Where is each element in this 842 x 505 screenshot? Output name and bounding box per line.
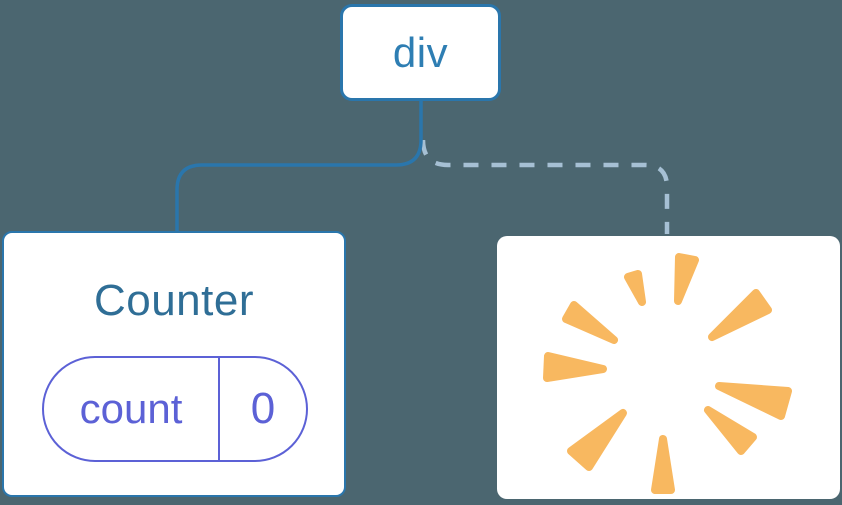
state-key-label: count [44, 358, 220, 460]
state-pill: count 0 [42, 356, 308, 462]
root-node-label: div [392, 28, 449, 76]
counter-card-title: Counter [93, 276, 255, 325]
solid-connector [175, 101, 423, 231]
state-value: 0 [250, 384, 276, 433]
root-node: div [340, 4, 501, 101]
removed-card [497, 236, 840, 499]
counter-card: Counter count 0 [2, 231, 346, 497]
dashed-connector [420, 139, 670, 234]
